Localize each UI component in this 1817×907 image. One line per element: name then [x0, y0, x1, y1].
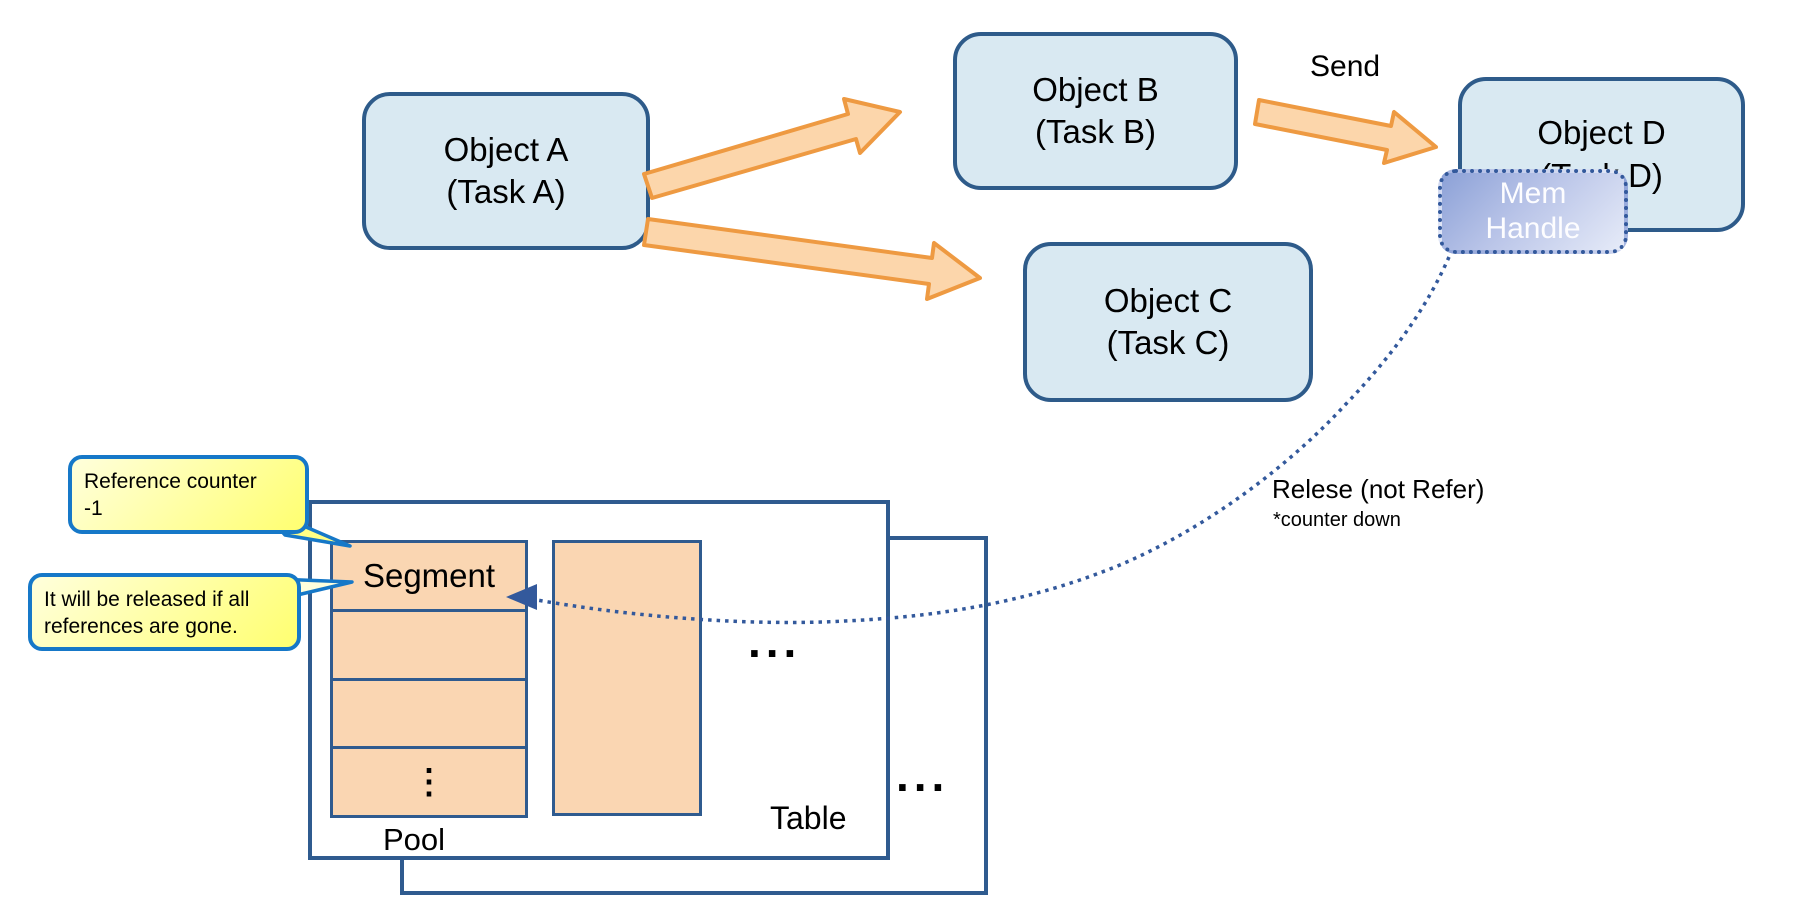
- object-b-task: (Task B): [1034, 113, 1156, 150]
- mem-handle-box: Mem Handle: [1438, 169, 1628, 254]
- segment-row-1: Segment: [333, 543, 525, 609]
- vertical-ellipsis: ⋮: [412, 763, 446, 802]
- table-label: Table: [770, 800, 847, 836]
- release-note-line2: *counter down: [1273, 509, 1401, 531]
- segment-row-3: [333, 677, 525, 747]
- object-c-box: Object C (Task C): [1023, 242, 1313, 402]
- callout-reference-counter-line2: -1: [84, 497, 103, 521]
- segment-row-2: [333, 608, 525, 678]
- segment-column-2: [552, 540, 702, 816]
- segment-column-1: Segment ⋮: [330, 540, 528, 818]
- object-b-box: Object B (Task B): [953, 32, 1238, 190]
- object-c-title: Object C: [1103, 281, 1233, 319]
- mem-handle-line1: Mem: [1499, 177, 1567, 210]
- object-c-task: (Task C): [1106, 324, 1230, 361]
- object-a-task: (Task A): [446, 173, 566, 210]
- segment-label: Segment: [362, 556, 496, 594]
- release-note-line1: Relese (not Refer): [1272, 474, 1485, 504]
- table-ellipsis: ...: [748, 615, 802, 667]
- callout-release-condition-line1: It will be released if all: [44, 588, 250, 611]
- object-b-title: Object B: [1032, 70, 1159, 108]
- segment-row-4: ⋮: [333, 746, 525, 815]
- object-a-box: Object A (Task A): [362, 92, 650, 250]
- arrow-send-b-to-d: [1253, 98, 1438, 165]
- arrow-a-to-c: [642, 217, 982, 301]
- mem-handle-line2: Handle: [1485, 211, 1581, 245]
- callout-reference-counter-line1: Reference counter: [84, 470, 257, 493]
- callout-release-condition-line2: references are gone.: [44, 615, 238, 639]
- object-d-title: Object D: [1537, 114, 1666, 152]
- arrow-a-to-b: [642, 97, 902, 200]
- callout-reference-counter: Reference counter -1: [68, 455, 309, 534]
- object-a-title: Object A: [443, 130, 569, 168]
- send-label: Send: [1310, 50, 1381, 83]
- outer-ellipsis: ...: [896, 749, 950, 801]
- callout-release-condition: It will be released if all references ar…: [28, 573, 301, 651]
- pool-label: Pool: [383, 822, 446, 857]
